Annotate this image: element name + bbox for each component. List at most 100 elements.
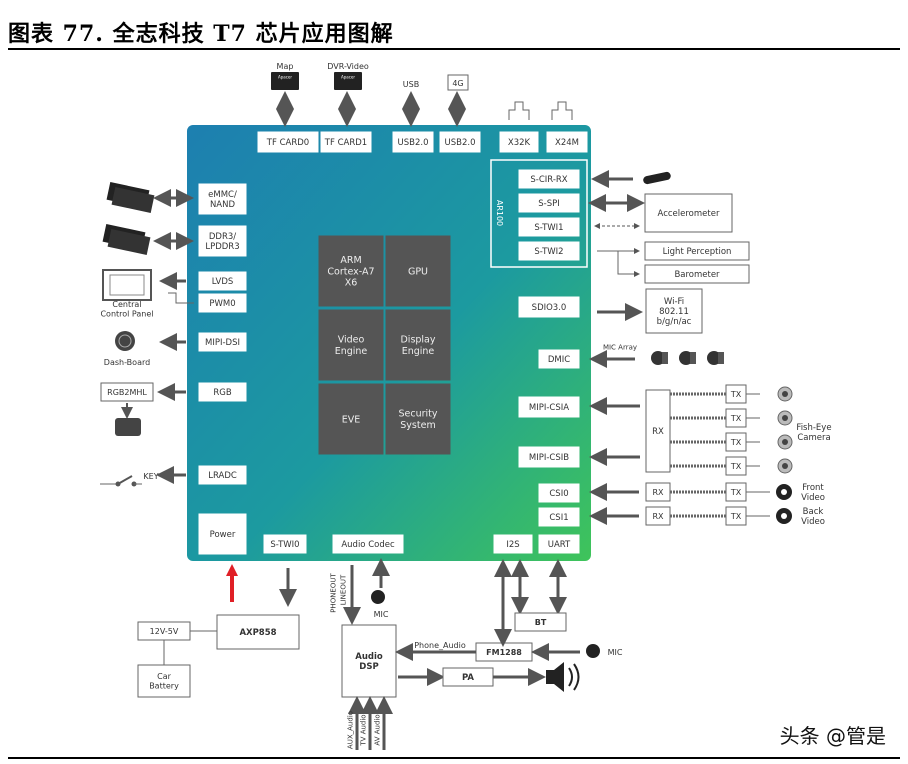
port-ddr3-label: DDR3/LPDDR3 xyxy=(205,232,239,252)
port-emmc-nand xyxy=(198,183,247,215)
port-mipi-csia-label: MIPI-CSIA xyxy=(529,403,569,413)
axp858-box-label: AXP858 xyxy=(239,628,276,638)
twi2-baro-line xyxy=(617,251,640,277)
accelerometer-box-label: Accelerometer xyxy=(658,209,720,219)
wifi-box xyxy=(645,288,703,334)
port-s-twi0-label: S-TWI0 xyxy=(270,540,299,550)
ar100-port-0 xyxy=(518,169,580,189)
av-audio-label: AV Audio xyxy=(373,714,381,745)
tx-fisheye-2-label: TX xyxy=(730,438,742,447)
port-power-label: Power xyxy=(210,530,236,540)
port-rgb xyxy=(198,382,247,402)
mic-array-body-1 xyxy=(690,352,696,364)
key-label: KEY xyxy=(143,472,158,481)
4g-icon xyxy=(447,74,469,91)
speaker-wave-2 xyxy=(573,663,580,691)
aux-audio-label: AUX_Audio xyxy=(346,711,354,749)
bottom-rule xyxy=(8,757,900,759)
remote-control-icon xyxy=(643,171,671,185)
port-emmc-nand-label: eMMC/NAND xyxy=(208,190,237,210)
core-gpu-label: GPU xyxy=(408,266,428,277)
port-uart-label: UART xyxy=(548,540,571,550)
barometer-box-label: Barometer xyxy=(674,270,720,280)
core-security-system xyxy=(385,383,451,455)
barometer-box xyxy=(644,264,750,284)
headrest-display-icon xyxy=(115,418,141,436)
ar100-label: AR100 xyxy=(495,200,504,226)
pwm-connector xyxy=(168,292,194,304)
dvr-label: DVR-Video xyxy=(327,62,369,71)
key-switch-icon xyxy=(117,475,133,485)
port-rgb-label: RGB xyxy=(213,388,231,398)
bt-box xyxy=(514,612,567,632)
port-sdio xyxy=(518,296,580,318)
core-video-engine xyxy=(318,309,384,381)
page-title: 图表 77. 全志科技 T7 芯片应用图解 xyxy=(8,21,394,47)
rgb2mhl-box xyxy=(100,382,154,402)
title-rule xyxy=(8,48,900,50)
map-label: Map xyxy=(277,62,294,71)
fisheye-lens-0 xyxy=(782,391,788,397)
fisheye-lens-3 xyxy=(782,463,788,469)
port-pwm0 xyxy=(198,293,247,313)
usb-label: USB xyxy=(403,80,419,89)
dash-board-icon xyxy=(115,331,135,351)
port-csi0 xyxy=(538,483,580,503)
pa-box-label: PA xyxy=(462,673,474,683)
key-contact-a xyxy=(115,481,121,487)
port-mipi-csib xyxy=(518,446,580,468)
top-port-0-label: TF CARD0 xyxy=(266,138,309,148)
ar100-port-1 xyxy=(518,193,580,213)
ar100-port-3-label: S-TWI2 xyxy=(534,247,563,257)
tf-card-map-icon xyxy=(271,72,299,90)
port-csi0-label: CSI0 xyxy=(549,489,568,499)
port-lvds xyxy=(198,271,247,291)
port-csi1 xyxy=(538,507,580,527)
mic-array-icon-2 xyxy=(707,351,721,365)
port-uart xyxy=(538,534,580,554)
port-audio-codec xyxy=(332,534,404,554)
core-eve xyxy=(318,383,384,455)
phoneout-label: PHONEOUT xyxy=(329,573,337,613)
mic-array-icon-0 xyxy=(651,351,665,365)
core-eve-label: EVE xyxy=(342,414,361,425)
codec-mic-label: MIC xyxy=(374,610,389,619)
crystal-32k-icon xyxy=(508,101,530,120)
rx-csi0-label: RX xyxy=(652,488,664,497)
core-gpu xyxy=(385,235,451,307)
watermark: 头条 @管是 xyxy=(779,724,886,748)
mic-array-body-2 xyxy=(718,352,724,364)
light-perception-box-label: Light Perception xyxy=(663,247,732,257)
top-port-5-label: X24M xyxy=(555,138,579,148)
ddr-chip-icon-back xyxy=(107,229,151,255)
fm-mic-label: MIC xyxy=(608,648,623,657)
back-camera-lens xyxy=(781,513,787,519)
ar100-port-1-label: S-SPI xyxy=(538,199,560,209)
port-lvds-label: LVDS xyxy=(212,277,234,287)
top-port-3 xyxy=(439,131,481,153)
tf-card-dvr-icon xyxy=(334,72,362,90)
port-sdio-label: SDIO3.0 xyxy=(532,303,567,313)
port-mipi-csia xyxy=(518,396,580,418)
fisheye-lens-2 xyxy=(782,439,788,445)
core-display-engine xyxy=(385,309,451,381)
port-dmic-label: DMIC xyxy=(548,355,570,365)
bt-box-label: BT xyxy=(535,618,547,627)
top-port-1-label: TF CARD1 xyxy=(324,138,367,148)
rx-csi1-label: RX xyxy=(652,512,664,521)
top-port-4-label: X32K xyxy=(508,138,531,148)
port-audio-codec-label: Audio Codec xyxy=(341,540,395,550)
port-mipi-dsi xyxy=(198,332,247,352)
speaker-wave-1 xyxy=(568,667,573,687)
port-power xyxy=(198,513,247,555)
top-port-3-label: USB2.0 xyxy=(445,138,476,148)
lineout-label: LINEOUT xyxy=(339,574,347,605)
port-ddr3 xyxy=(198,225,247,257)
